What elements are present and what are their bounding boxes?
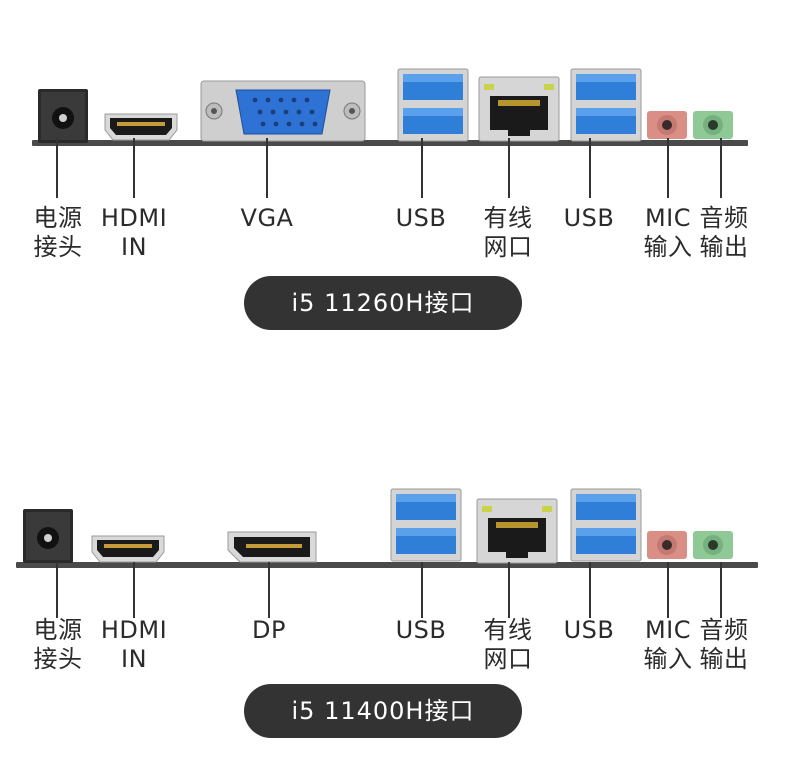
label-lan: 有线网口: [483, 616, 533, 673]
leader-line: [589, 562, 591, 618]
mic-jack-icon: [646, 530, 688, 560]
label-usb-left: USB: [395, 204, 447, 232]
label-lan: 有线网口: [483, 204, 533, 261]
usb-port-icon: [397, 68, 469, 142]
mic-jack-icon: [646, 110, 688, 140]
leader-line: [268, 562, 270, 618]
label-usb-left: USB: [395, 616, 447, 644]
power-jack-icon: [22, 508, 74, 564]
leader-line: [56, 562, 58, 618]
hdmi-port-icon: [103, 112, 179, 142]
power-jack-icon: [37, 88, 89, 144]
leader-line: [508, 138, 510, 198]
leader-line: [133, 562, 135, 618]
label-audio-out: 音频输出: [699, 204, 749, 261]
board-edge: [32, 140, 748, 146]
audio-jack-icon: [692, 530, 734, 560]
label-usb-right: USB: [563, 204, 615, 232]
ethernet-port-icon: [476, 498, 558, 564]
leader-line: [56, 138, 58, 198]
label-dp: DP: [252, 616, 286, 644]
model-caption: i5 11400H接口: [244, 684, 522, 738]
leader-line: [720, 562, 722, 618]
usb-port-icon: [390, 488, 462, 562]
leader-line: [667, 138, 669, 198]
label-power: 电源接头: [33, 204, 83, 261]
leader-line: [133, 138, 135, 198]
ethernet-port-icon: [478, 76, 560, 142]
label-audio-out: 音频输出: [699, 616, 749, 673]
audio-jack-icon: [692, 110, 734, 140]
leader-line: [508, 562, 510, 618]
vga-port-icon: [200, 80, 366, 142]
model-caption: i5 11260H接口: [244, 276, 522, 330]
usb-port-icon: [570, 68, 642, 142]
label-vga: VGA: [240, 204, 294, 232]
leader-line: [266, 138, 268, 198]
hdmi-port-icon: [90, 534, 166, 564]
label-usb-right: USB: [563, 616, 615, 644]
leader-line: [589, 138, 591, 198]
leader-line: [421, 138, 423, 198]
displayport-icon: [226, 530, 318, 564]
label-power: 电源接头: [33, 616, 83, 673]
leader-line: [667, 562, 669, 618]
leader-line: [421, 562, 423, 618]
usb-port-icon: [570, 488, 642, 562]
board-edge: [16, 562, 758, 568]
leader-line: [720, 138, 722, 198]
